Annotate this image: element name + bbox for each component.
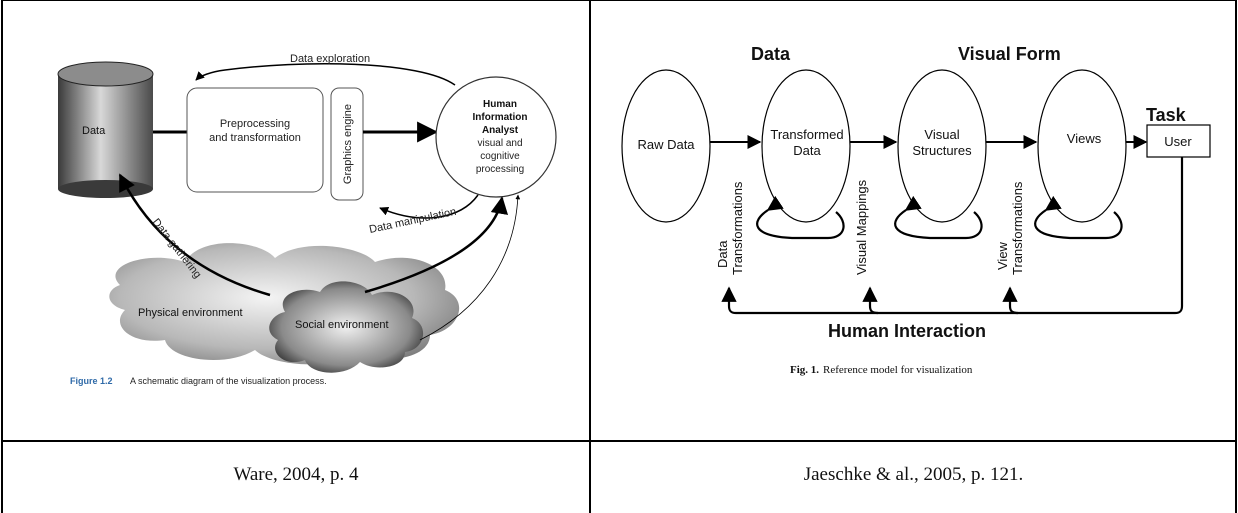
jaeschke-diagram: Data Visual Form Task Raw Data Transform… [621, 44, 1211, 376]
visual-mappings-label: Visual Mappings [854, 179, 869, 275]
transformed-data-node [761, 69, 851, 223]
view-transformations-label-1: View [995, 241, 1010, 270]
header-data: Data [751, 44, 791, 64]
citation-right: Jaeschke & al., 2005, p. 121. [803, 464, 1024, 485]
data-gathering-arrow [118, 173, 271, 297]
data-transformations-label-1: Data [715, 240, 730, 268]
preprocessing-label-1: Preprocessing [220, 118, 290, 130]
interaction-to-visual-mappings [862, 286, 879, 315]
analyst-label-3: Analyst [482, 125, 519, 136]
human-interaction-path [721, 157, 1184, 315]
fig-label: Fig. 1. [790, 364, 819, 376]
ware-diagram: Data Preprocessing and transformation Gr… [57, 53, 557, 386]
data-exploration-label: Data exploration [290, 53, 370, 65]
graphics-engine-label: Graphics engine [342, 104, 354, 184]
data-store-label: Data [82, 125, 106, 137]
analyst-label-2: Information [473, 112, 528, 123]
graphics-engine-box [330, 87, 364, 201]
interaction-to-view-transformations [1002, 286, 1019, 315]
data-exploration-arrow [195, 63, 456, 86]
figure-caption: A schematic diagram of the visualization… [130, 376, 327, 386]
social-environment-label: Social environment [295, 319, 389, 331]
header-task: Task [1146, 105, 1187, 125]
transformed-data-label-1: Transformed [770, 127, 843, 142]
analyst-label-4: visual and [477, 138, 522, 149]
visual-structures-label-2: Structures [912, 143, 972, 158]
data-manipulation-label: Data manipulation [368, 206, 457, 236]
views-node [1037, 69, 1127, 223]
views-label: Views [1067, 131, 1102, 146]
analyst-label-6: processing [476, 164, 524, 175]
loop-structures [894, 195, 983, 240]
view-transformations-label-2: Transformations [1010, 181, 1025, 275]
social-environment-cloud [269, 281, 424, 373]
preprocessing-label-2: and transformation [209, 132, 301, 144]
social-to-analyst-arrow [364, 196, 509, 294]
user-label: User [1164, 134, 1192, 149]
citation-cell-left: Ware, 2004, p. 4 [2, 442, 590, 513]
header-visual-form: Visual Form [958, 44, 1061, 64]
figure-label: Figure 1.2 [70, 376, 113, 386]
analyst-label-5: cognitive [480, 151, 520, 162]
data-store [57, 61, 154, 198]
data-manipulation-arrow [379, 194, 479, 219]
user-box [1146, 124, 1211, 158]
human-interaction-label: Human Interaction [828, 321, 986, 341]
preprocessing-box [186, 87, 324, 193]
citation-cell-right: Jaeschke & al., 2005, p. 121. [591, 442, 1236, 513]
loop-views [1034, 195, 1123, 240]
fig-caption-line: Fig. 1. Reference model for visualization [790, 364, 973, 376]
raw-data-label: Raw Data [637, 137, 695, 152]
data-transformations-label-2: Transformations [730, 181, 745, 275]
loop-transformed [756, 195, 845, 240]
citation-left: Ware, 2004, p. 4 [233, 464, 359, 485]
human-analyst-circle [435, 76, 557, 198]
physical-environment-label: Physical environment [138, 307, 243, 319]
analyst-label-1: Human [483, 99, 517, 110]
fig-caption: Reference model for visualization [823, 364, 973, 376]
raw-data-node [621, 69, 711, 223]
environment-feedback-arrow [419, 194, 521, 341]
visual-structures-label-1: Visual [924, 127, 959, 142]
visual-structures-node [897, 69, 987, 223]
transformed-data-label-2: Data [793, 143, 821, 158]
